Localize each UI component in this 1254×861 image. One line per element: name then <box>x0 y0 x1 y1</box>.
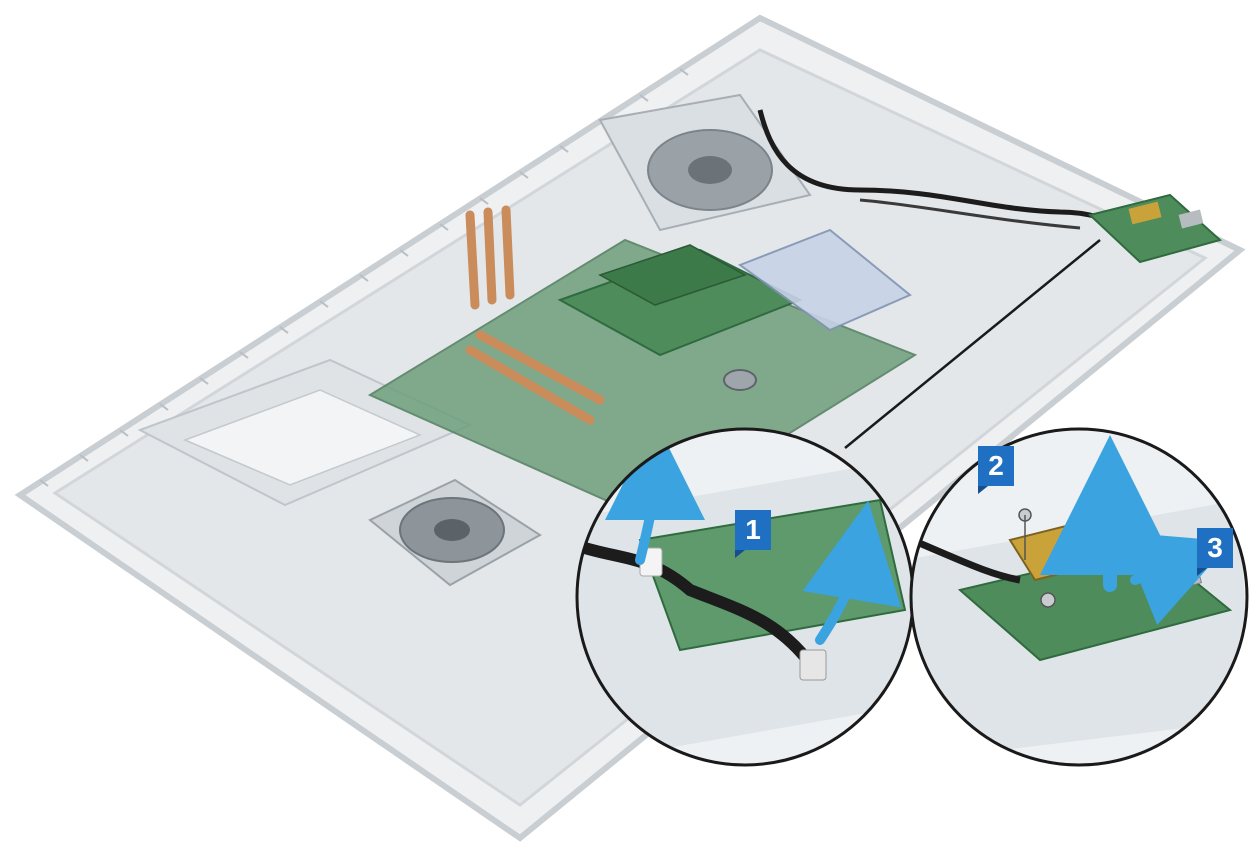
io-board <box>1087 193 1223 264</box>
callout-cable-routing <box>575 427 915 767</box>
leader-line <box>844 239 1101 449</box>
step-2-badge: 2 <box>978 446 1014 494</box>
step-1-label: 1 <box>745 514 761 545</box>
heat-pipes <box>465 205 605 425</box>
step-2-label: 2 <box>988 450 1004 481</box>
lower-fan <box>368 478 542 587</box>
upper-fan <box>598 93 812 232</box>
callout-io-board-removal <box>909 427 1249 767</box>
io-cable <box>757 109 1132 233</box>
step-3-label: 3 <box>1207 532 1223 563</box>
system-board <box>367 228 918 522</box>
step-1-badge: 1 <box>735 510 771 558</box>
step-3-badge: 3 <box>1197 528 1233 576</box>
frame-teeth <box>39 68 689 487</box>
